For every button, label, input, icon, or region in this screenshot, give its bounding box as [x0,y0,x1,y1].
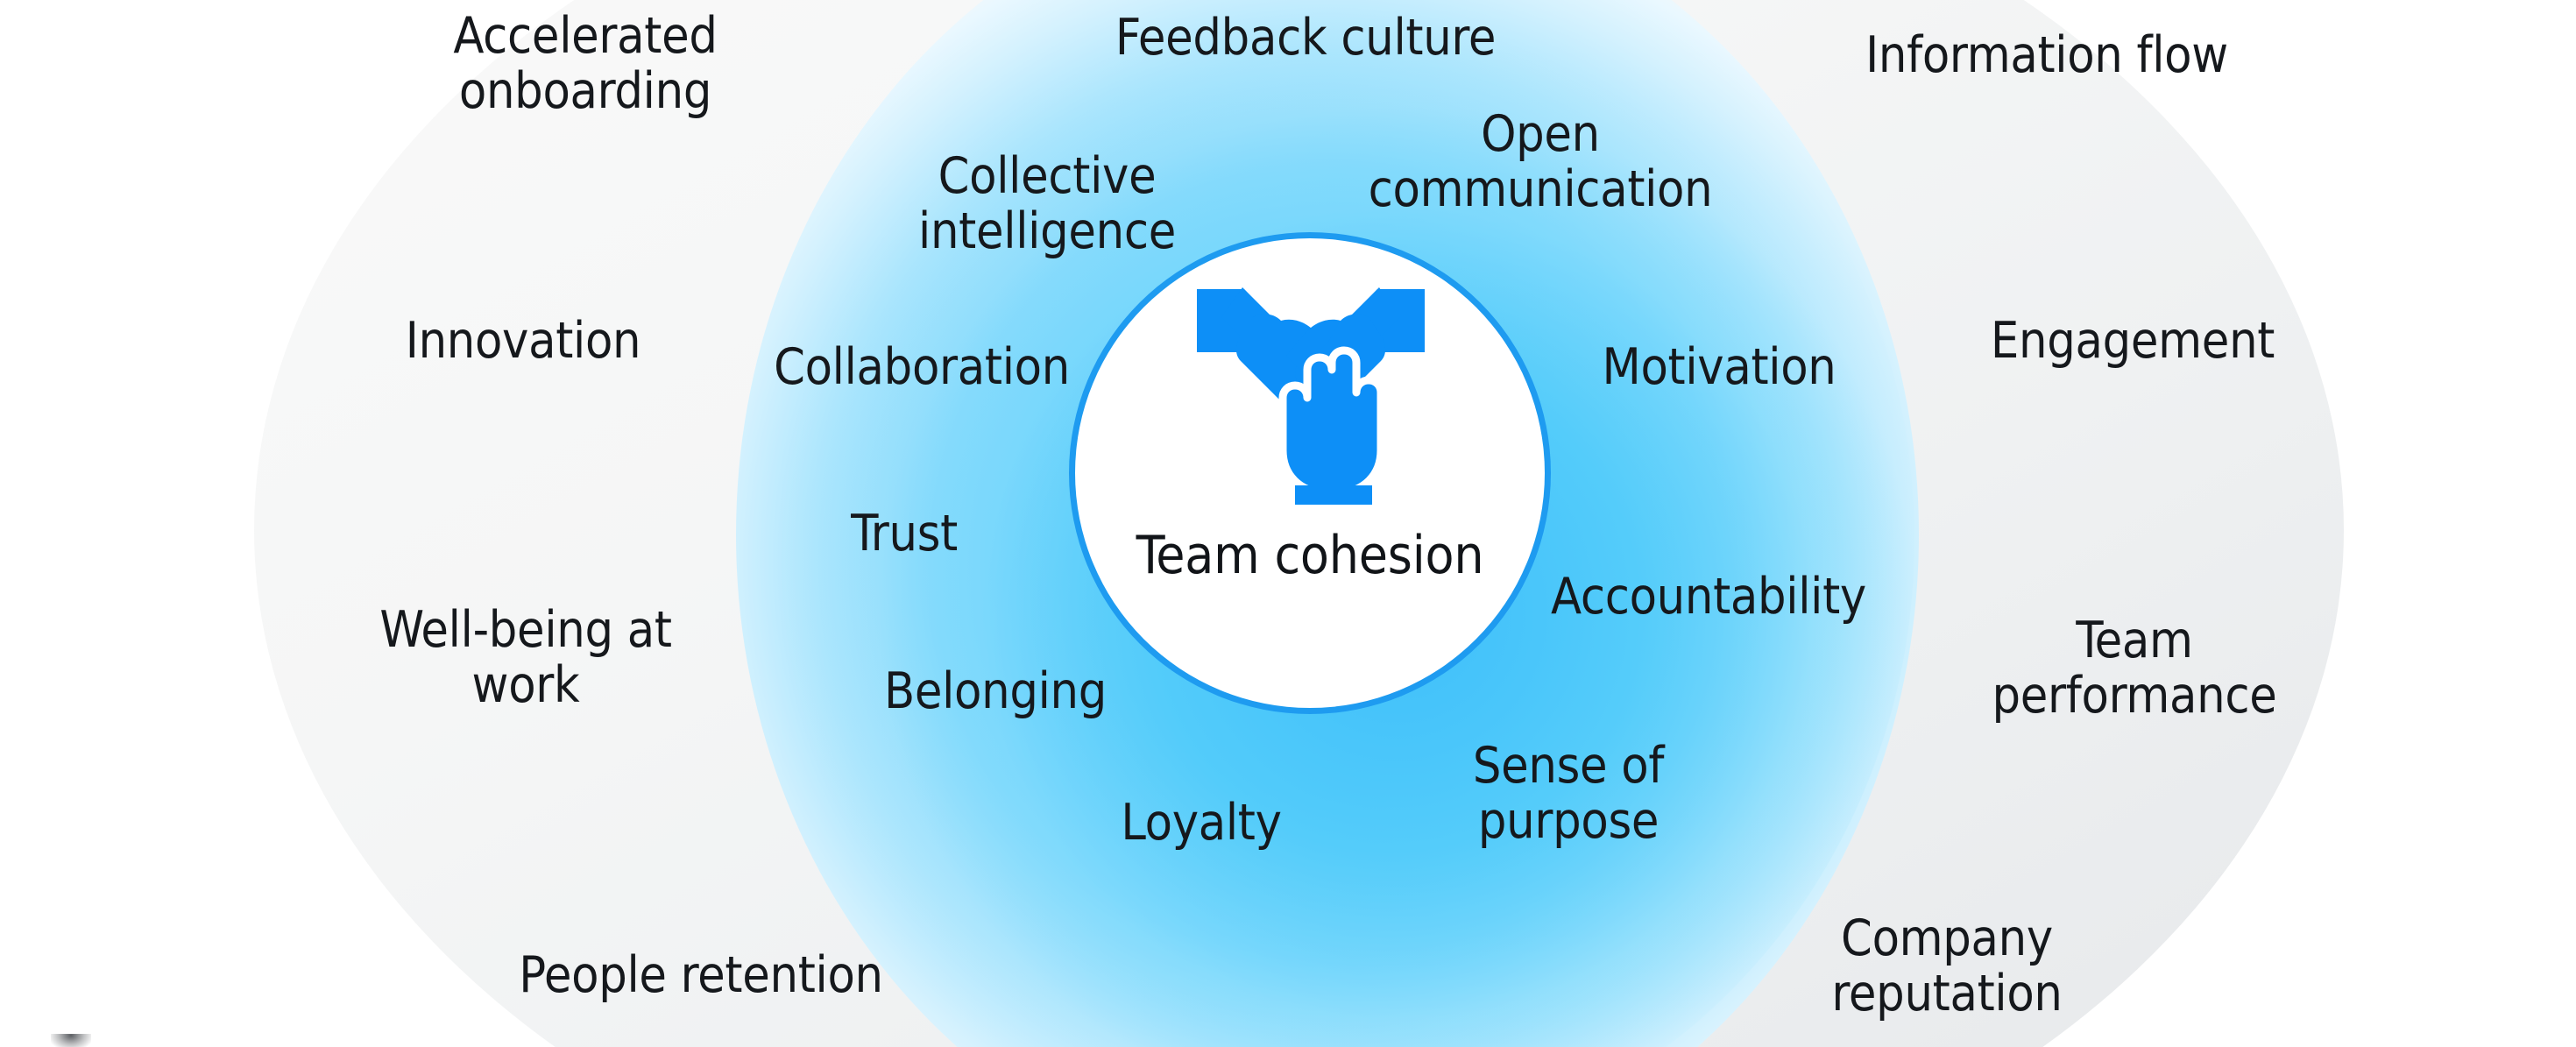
outer-label-engagement: Engagement [1990,312,2275,370]
inner-label-accountability: Accountability [1551,568,1866,626]
outer-label-innovation: Innovation [405,312,641,370]
inner-label-motivation: Motivation [1602,338,1836,396]
inner-label-loyalty: Loyalty [1121,794,1282,852]
outer-label-well-being-at-work: Well-being at work [379,601,672,714]
outer-label-people-retention: People retention [519,946,883,1004]
inner-label-sense-of-purpose: Sense of purpose [1472,737,1665,850]
outer-label-accelerated-onboarding: Accelerated onboarding [453,7,718,120]
inner-label-trust: Trust [851,505,958,562]
inner-label-open-communication: Open communication [1368,105,1713,218]
outer-label-team-performance: Team performance [1992,612,2277,725]
outer-label-company-reputation: Company reputation [1831,909,2063,1022]
outer-label-information-flow: Information flow [1865,26,2228,84]
center-label: Team cohesion [1136,525,1484,586]
inner-label-belonging: Belonging [883,662,1108,720]
inner-label-collaboration: Collaboration [774,338,1070,396]
inner-label-collective-intelligence: Collective intelligence [918,147,1176,260]
inner-label-feedback-culture: Feedback culture [1115,9,1497,67]
watermark-fragment [51,1034,91,1047]
three-hands-together-icon [1190,279,1432,527]
